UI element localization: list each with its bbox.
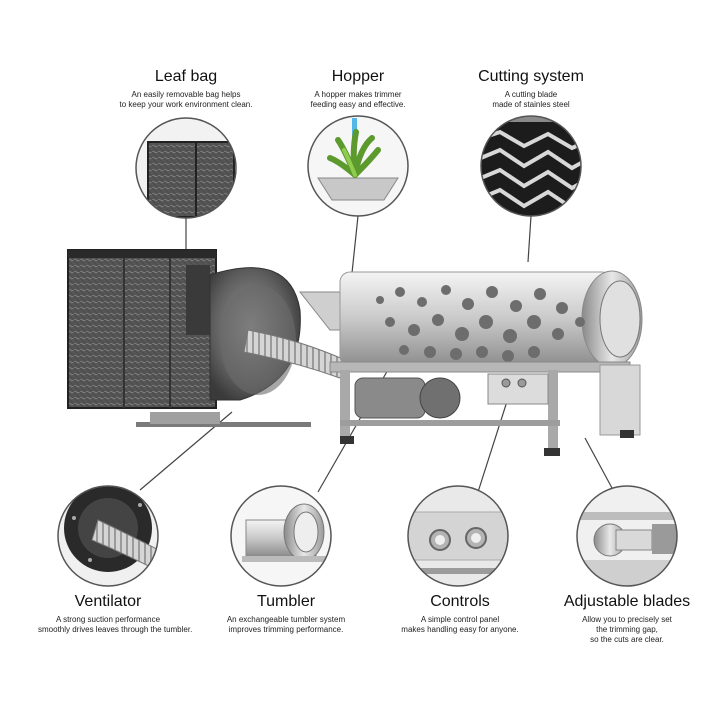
feature-description: An exchangeable tumbler system improves …	[216, 615, 356, 635]
feature-title: Controls	[430, 593, 490, 610]
hopper-detail	[308, 116, 408, 216]
feature-description: A strong suction performance smoothly dr…	[38, 615, 193, 635]
feature-desc-line: to keep your work environment clean.	[119, 100, 253, 109]
feature-desc-line: An easily removable bag helps	[131, 90, 241, 99]
leaf-bag-detail	[136, 118, 236, 218]
tumbler-detail	[231, 486, 331, 586]
feature-description: A simple control panel makes handling ea…	[390, 615, 530, 635]
feature-desc-line: so the cuts are clear.	[590, 635, 664, 644]
feature-description: An easily removable bag helps to keep yo…	[116, 90, 256, 110]
feature-desc-line: An exchangeable tumbler system	[226, 615, 346, 624]
ventilator-detail	[58, 486, 158, 586]
feature-desc-line: A cutting blade	[504, 90, 558, 99]
feature-title: Ventilator	[74, 593, 142, 610]
feature-title: Adjustable blades	[563, 593, 691, 610]
feature-description: A hopper makes trimmer feeding easy and …	[288, 90, 428, 110]
feature-desc-line: the trimming gap,	[596, 625, 658, 634]
feature-title: Leaf bag	[154, 68, 218, 85]
feature-description: Allow you to precisely set the trimming …	[552, 615, 702, 645]
feature-title: Cutting system	[478, 68, 584, 85]
feature-cutting-system: Cutting system A cutting blade made of s…	[461, 68, 601, 110]
feature-tumbler: Tumbler An exchangeable tumbler system i…	[216, 593, 356, 635]
cutting-system-detail	[481, 116, 581, 216]
feature-adjustable-blades: Adjustable blades Allow you to precisely…	[552, 593, 702, 645]
feature-desc-line: feeding easy and effective.	[310, 100, 406, 109]
feature-desc-line: A simple control panel	[420, 615, 500, 624]
feature-title: Hopper	[331, 68, 385, 85]
feature-desc-line: Allow you to precisely set	[582, 615, 672, 624]
feature-controls: Controls A simple control panel makes ha…	[390, 593, 530, 635]
feature-desc-line: A hopper makes trimmer	[314, 90, 402, 99]
feature-title: Tumbler	[256, 593, 316, 610]
feature-desc-line: improves trimming performance.	[228, 625, 344, 634]
feature-desc-line: made of stainles steel	[492, 100, 570, 109]
adjustable-blades-detail	[577, 486, 677, 586]
feature-hopper: Hopper A hopper makes trimmer feeding ea…	[288, 68, 428, 110]
feature-desc-line: makes handling easy for anyone.	[401, 625, 519, 634]
machine	[67, 249, 643, 456]
feature-leaf-bag: Leaf bag An easily removable bag helps t…	[116, 68, 256, 110]
controls-detail	[408, 486, 508, 586]
feature-description: A cutting blade made of stainles steel	[461, 90, 601, 110]
feature-ventilator: Ventilator A strong suction performance …	[38, 593, 193, 635]
feature-desc-line: A strong suction performance	[55, 615, 161, 624]
feature-desc-line: smoothly drives leaves through the tumbl…	[38, 625, 193, 634]
